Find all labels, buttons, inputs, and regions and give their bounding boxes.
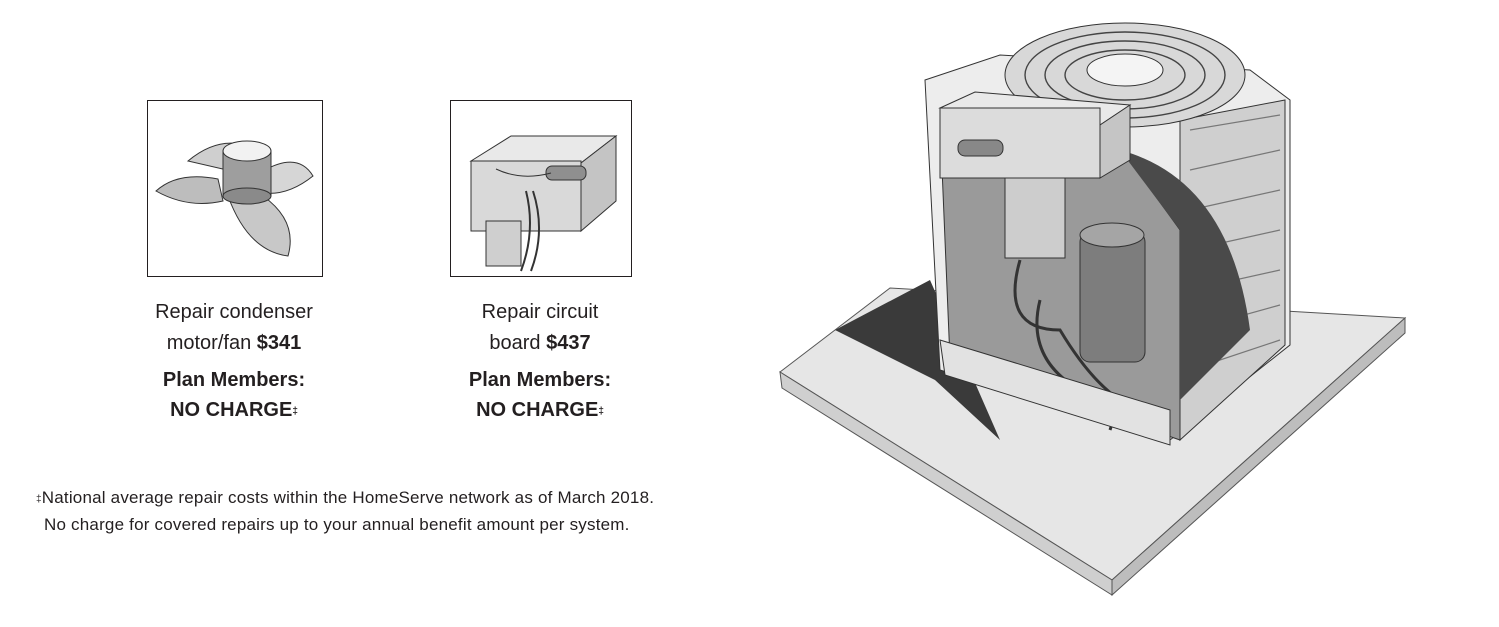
plan-value: NO CHARGE xyxy=(476,399,599,421)
fan-motor-icon xyxy=(155,140,314,257)
plan-value: NO CHARGE xyxy=(170,399,293,421)
fan-repair-caption: Repair condenser motor/fan $341 Plan Mem… xyxy=(104,297,364,425)
circuit-board-thumbnail xyxy=(450,100,632,277)
footnote-mark: ‡ xyxy=(292,406,298,417)
footnote-line: National average repair costs within the… xyxy=(41,488,655,507)
circuit-board-icon xyxy=(469,134,618,272)
item-title: Repair circuit xyxy=(481,301,599,323)
footnote: ‡National average repair costs within th… xyxy=(36,484,654,538)
condenser-fan-thumbnail xyxy=(147,100,323,277)
footnote-line: No charge for covered repairs up to your… xyxy=(44,515,630,534)
item-price: $341 xyxy=(256,332,302,354)
footnote-mark: ‡ xyxy=(598,406,604,417)
plan-label: Plan Members: xyxy=(162,369,306,391)
item-price: $437 xyxy=(546,332,591,354)
item-title: Repair condenser xyxy=(155,301,313,323)
footnote-mark: ‡ xyxy=(36,494,42,505)
plan-label: Plan Members: xyxy=(468,369,612,391)
circuit-board-repair-caption: Repair circuit board $437 Plan Members: N… xyxy=(410,297,670,425)
item-title: board xyxy=(489,332,541,354)
item-title: motor/fan xyxy=(166,332,252,354)
